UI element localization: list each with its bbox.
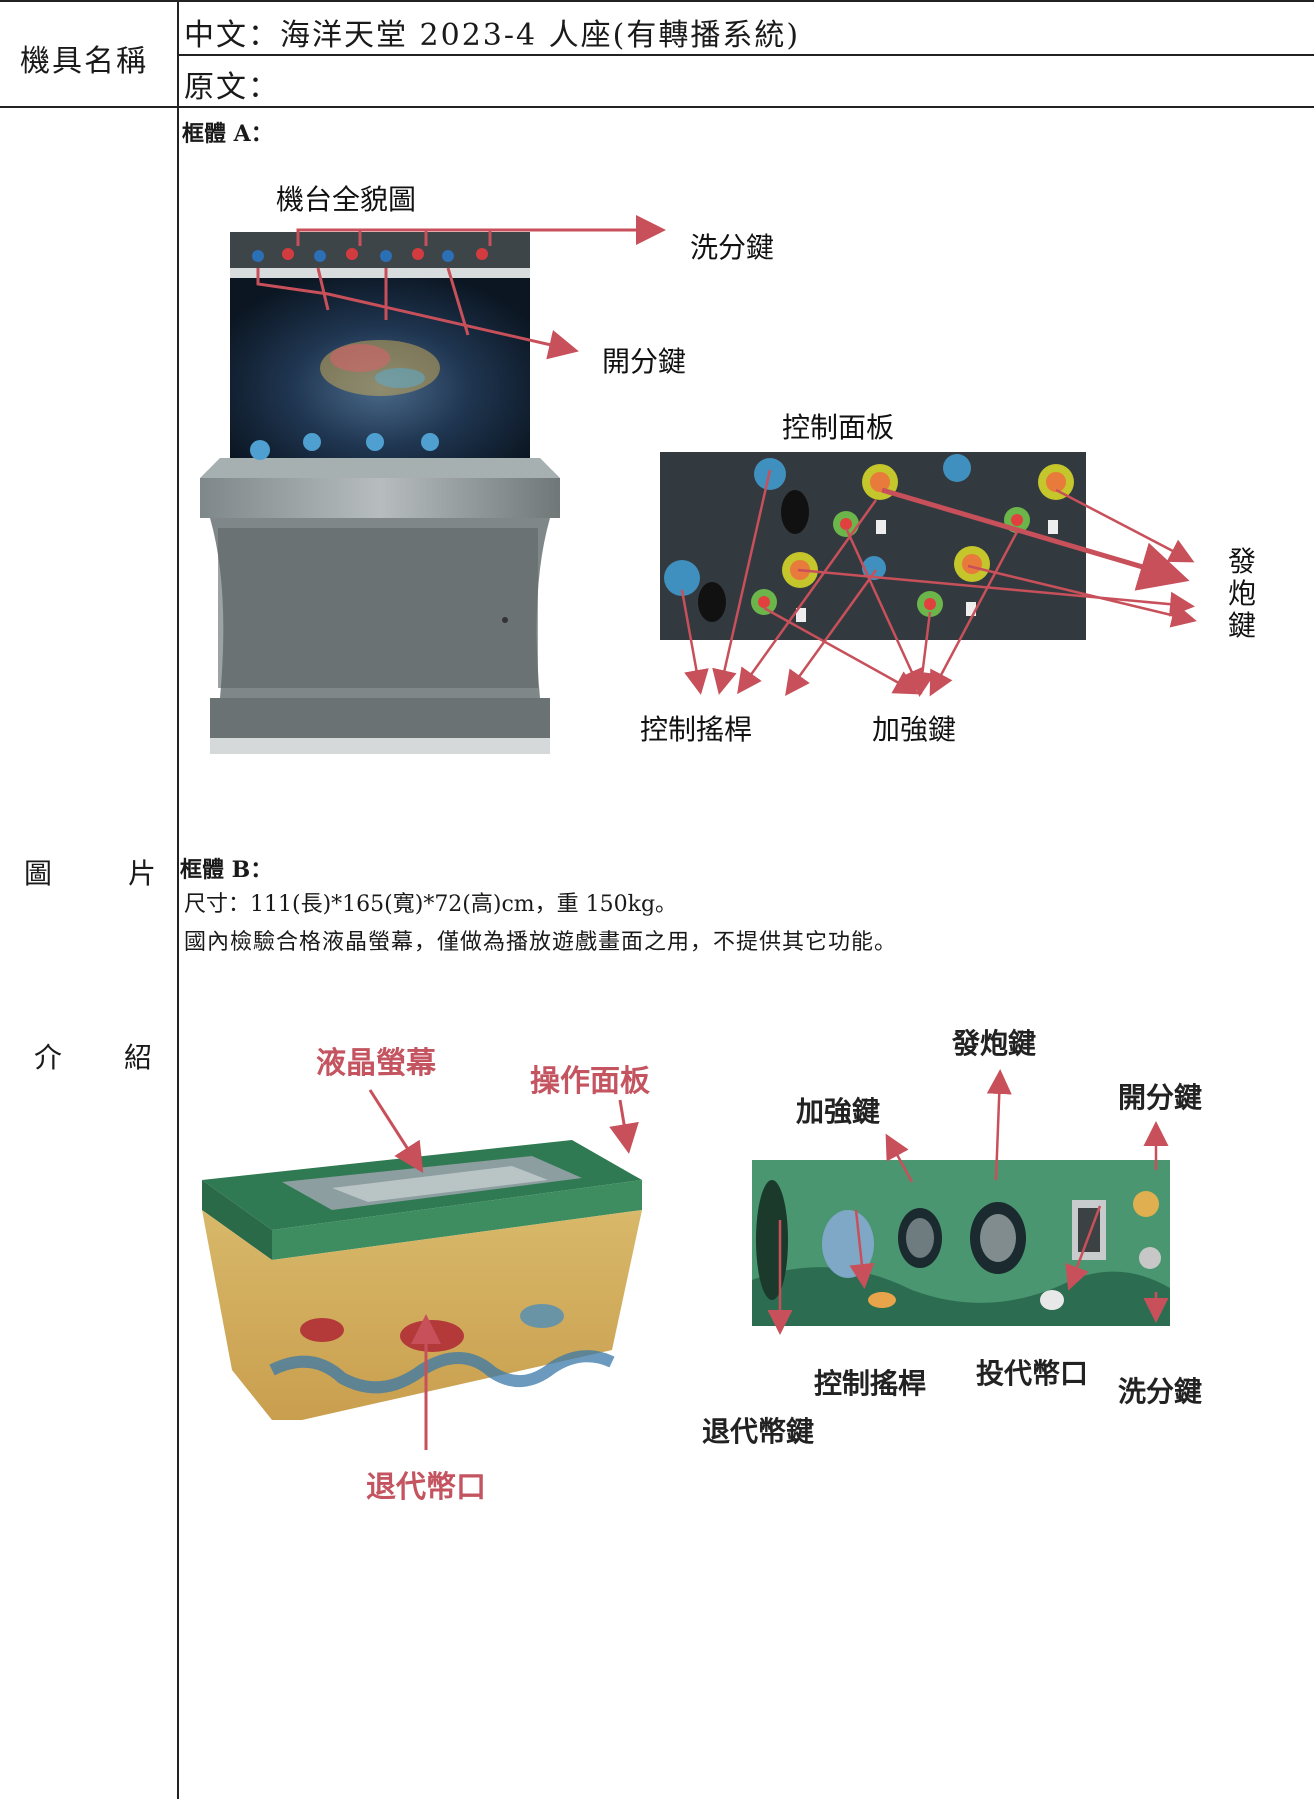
panel-closeup-arrows	[767, 1069, 1169, 1335]
wash-key-label: 洗分鍵	[690, 231, 775, 264]
side-intro-char2: 紹	[124, 1041, 153, 1074]
name-label: 機具名稱	[20, 44, 148, 79]
boost-key-label-a: 加強鍵	[872, 713, 957, 746]
coin-out-key-label: 退代幣鍵	[702, 1415, 815, 1448]
table-header-bottom-line	[0, 106, 1314, 108]
chinese-name: 中文：海洋天堂 2023-4 人座(有轉播系統)	[184, 18, 801, 53]
lcd-screen-label: 液晶螢幕	[316, 1046, 436, 1081]
joystick-label-b: 控制搖桿	[814, 1367, 927, 1400]
panel-closeup-photo	[752, 1160, 1170, 1326]
cabinet-a-arrows	[256, 215, 666, 360]
open-key-label-b: 開分鍵	[1118, 1081, 1203, 1114]
operation-panel-label: 操作面板	[530, 1064, 650, 1099]
overview-label: 機台全貌圖	[276, 183, 417, 216]
frame-b-size: 尺寸：111(長)*165(寬)*72(高)cm，重 150kg。	[184, 892, 678, 917]
frame-a-title: 框體 A：	[182, 121, 273, 147]
coin-out-port-label: 退代幣口	[366, 1470, 486, 1505]
side-picture-char2: 片	[128, 857, 157, 890]
open-key-label: 開分鍵	[602, 345, 687, 378]
fish-table-photo	[202, 1140, 642, 1420]
side-intro-char1: 介	[34, 1041, 63, 1074]
frame-b-title: 框體 B：	[180, 857, 273, 883]
table-mid-header-line	[178, 54, 1314, 56]
boost-key-label-b: 加強鍵	[796, 1095, 881, 1128]
joystick-label-a: 控制搖桿	[640, 713, 753, 746]
fire-key-char2: 炮	[1228, 577, 1257, 610]
table-top-border	[0, 0, 1314, 2]
fire-key-char1: 發	[1228, 545, 1257, 578]
table-column-divider	[177, 0, 179, 1799]
control-panel-label: 控制面板	[782, 411, 895, 444]
control-panel-photo	[660, 452, 1086, 640]
fire-key-char3: 鍵	[1228, 609, 1257, 642]
wash-key-label-b: 洗分鍵	[1118, 1375, 1203, 1408]
control-panel-arrows	[680, 469, 1197, 697]
side-picture-char1: 圖	[24, 857, 53, 890]
fish-table-arrows	[368, 1089, 639, 1450]
frame-b-lcd-note: 國內檢驗合格液晶螢幕，僅做為播放遊戲畫面之用，不提供其它功能。	[184, 930, 898, 955]
fire-key-label-b: 發炮鍵	[952, 1027, 1037, 1060]
coin-in-port-label: 投代幣口	[976, 1357, 1089, 1390]
cabinet-a-photo	[200, 232, 560, 754]
original-name: 原文：	[184, 70, 280, 105]
